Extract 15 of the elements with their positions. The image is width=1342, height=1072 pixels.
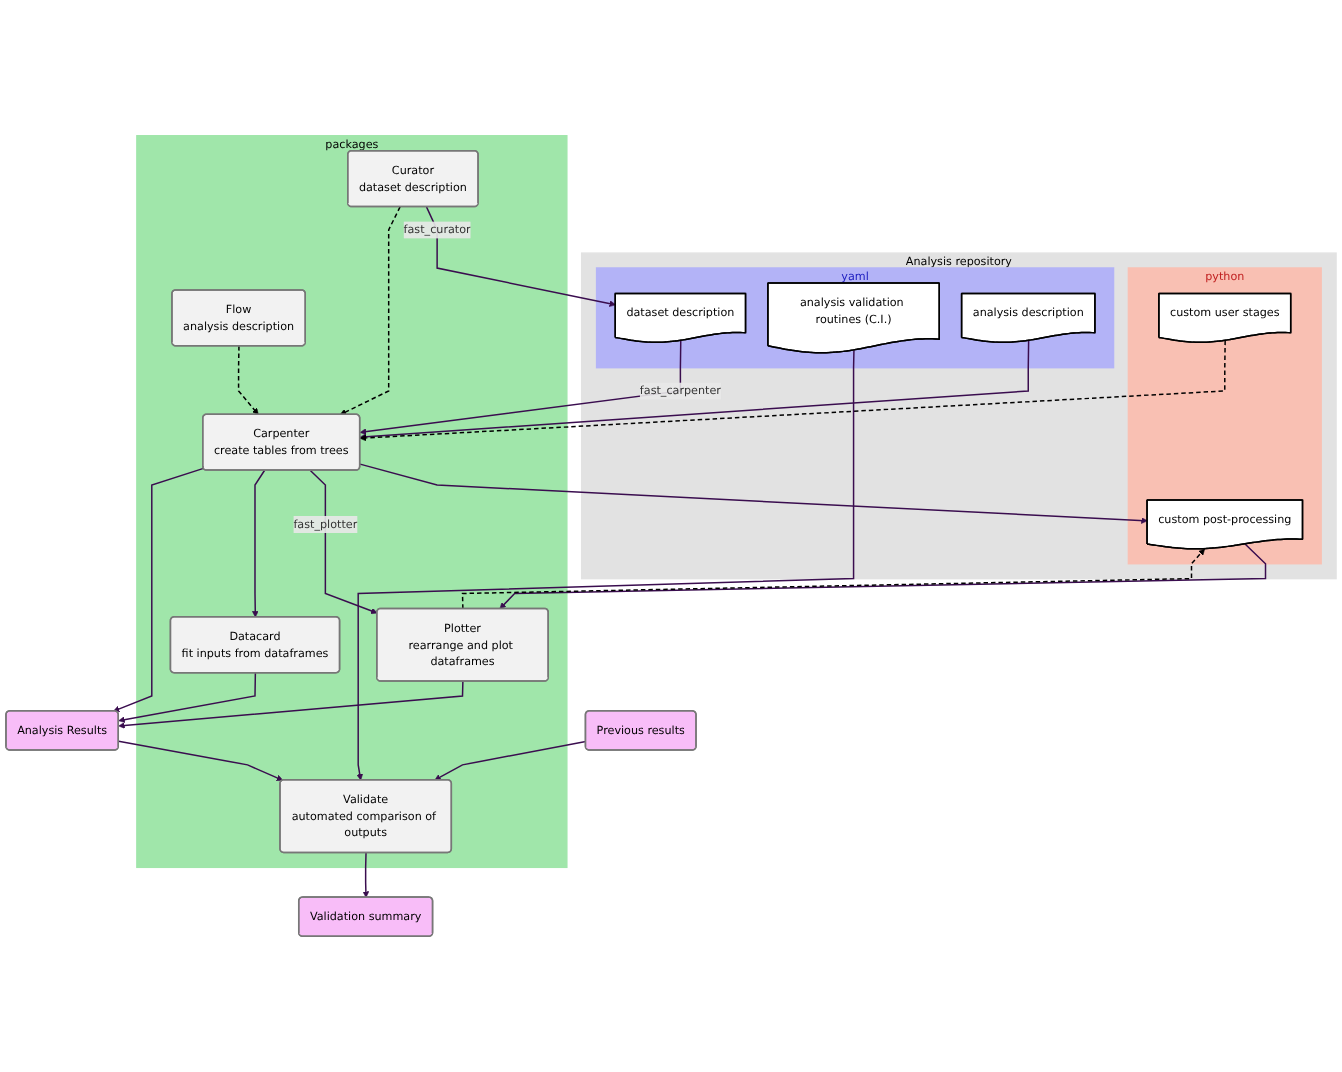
arrow — [461, 548, 1205, 610]
arrow — [499, 543, 1267, 610]
arrow — [117, 740, 284, 781]
arrow — [434, 740, 587, 781]
arrow — [339, 206, 401, 415]
arrow — [356, 349, 855, 781]
arrow — [359, 463, 1148, 524]
arrow — [113, 467, 205, 713]
arrow — [118, 672, 257, 723]
arrow — [362, 852, 370, 898]
arrow — [425, 206, 616, 307]
arrow — [252, 469, 266, 618]
arrow — [237, 345, 259, 415]
arrow — [118, 680, 464, 729]
arrow — [309, 469, 378, 615]
